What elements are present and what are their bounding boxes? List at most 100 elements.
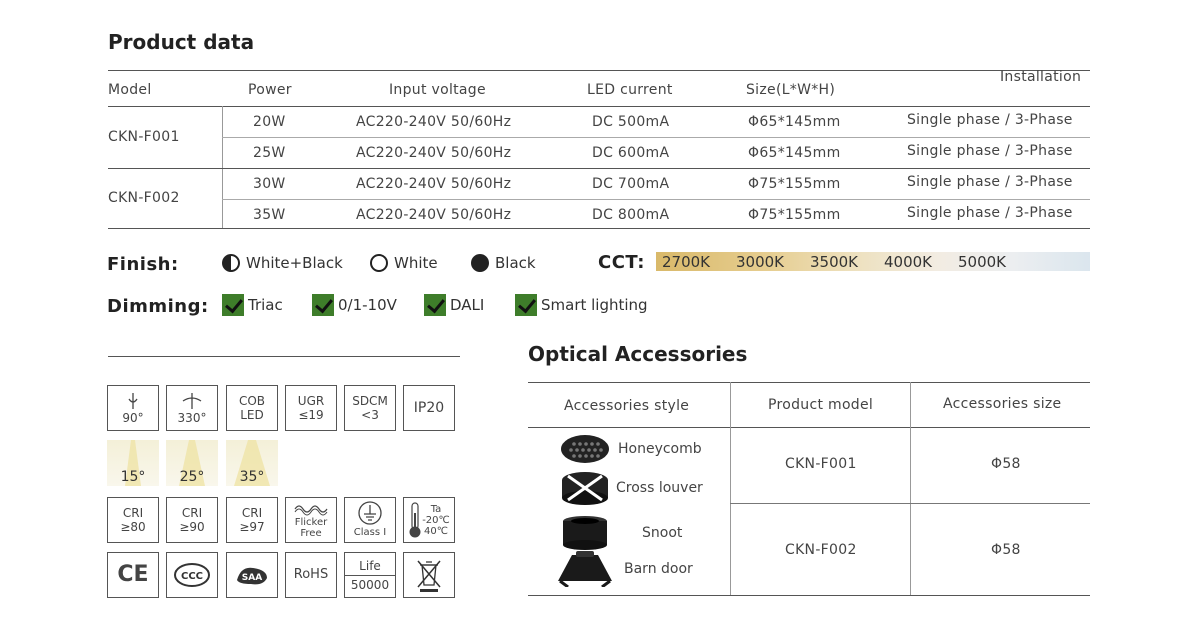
finish-white: White <box>370 254 438 272</box>
cob-led-badge: COB LED <box>226 385 278 431</box>
table-header-rule <box>108 106 1090 107</box>
checkbox-checked-icon <box>424 294 446 316</box>
dimming-0-10v: 0/1-10V <box>312 294 397 316</box>
table-cell: 30W <box>253 176 286 192</box>
class-i-badge: Class I <box>344 497 396 543</box>
acc-size-1: Φ58 <box>991 456 1021 472</box>
snoot-icon <box>563 516 607 550</box>
table-cell: 35W <box>253 207 286 223</box>
table-cell: Single phase / 3-Phase <box>907 174 1073 190</box>
table-cell: AC220-240V 50/60Hz <box>356 114 512 130</box>
weee-badge <box>403 552 455 598</box>
header-power: Power <box>248 82 292 98</box>
beam-cone-icon <box>125 440 141 486</box>
table-cell: AC220-240V 50/60Hz <box>356 176 512 192</box>
acc-header-model: Product model <box>768 397 874 413</box>
rotation-angle-badge: 330° <box>166 385 218 431</box>
table-cell: Φ75*155mm <box>748 176 841 192</box>
dimming-triac: Triac <box>222 294 283 316</box>
checkbox-checked-icon <box>222 294 244 316</box>
table-bottom-rule <box>108 228 1090 229</box>
acc-model-1: CKN-F001 <box>785 456 857 472</box>
table-cell: Single phase / 3-Phase <box>907 143 1073 159</box>
svg-text:CCC: CCC <box>181 571 203 582</box>
ip20-badge: IP20 <box>403 385 455 431</box>
rohs-badge: RoHS <box>285 552 337 598</box>
table-cell: Single phase / 3-Phase <box>907 112 1073 128</box>
acc-model-2: CKN-F002 <box>785 542 857 558</box>
cri-90-badge: CRI ≥90 <box>166 497 218 543</box>
acc-table-top-rule <box>528 382 1090 383</box>
cct-gradient-bar <box>656 252 1090 271</box>
saa-mark-badge: SAA <box>226 552 278 598</box>
row-rule <box>222 137 1090 138</box>
sdcm-badge: SDCM <3 <box>344 385 396 431</box>
beam-25-badge: 25° <box>166 440 218 486</box>
acc-col-divider <box>730 382 731 595</box>
beam-cone-icon <box>234 440 270 486</box>
model-ckn-f002: CKN-F002 <box>108 190 180 206</box>
table-cell: 20W <box>253 114 286 130</box>
ce-mark-badge: CE <box>107 552 159 598</box>
acc-honeycomb: Honeycomb <box>560 434 702 464</box>
table-cell: Single phase / 3-Phase <box>907 205 1073 221</box>
beam-15-badge: 15° <box>107 440 159 486</box>
rotate-icon <box>182 393 202 409</box>
filled-circle-icon <box>471 254 489 272</box>
acc-header-size: Accessories size <box>943 396 1062 412</box>
dimming-smart-lighting: Smart lighting <box>515 294 648 316</box>
cross-louver-icon <box>562 472 608 505</box>
model-group-rule <box>108 168 1090 169</box>
optical-accessories-title: Optical Accessories <box>528 342 748 366</box>
flicker-free-badge: Flicker Free <box>285 497 337 543</box>
row-rule <box>222 199 1090 200</box>
ambient-temp-badge: Ta -20℃ 40℃ <box>403 497 455 543</box>
acc-table-bottom-rule <box>528 595 1090 596</box>
svg-text:SAA: SAA <box>242 573 262 583</box>
beam-cone-icon <box>179 440 205 486</box>
cct-3500k: 3500K <box>810 253 859 271</box>
table-cell: DC 600mA <box>592 145 670 161</box>
header-input-voltage: Input voltage <box>389 82 486 98</box>
finish-label: Finish: <box>107 254 179 275</box>
circle-outline-icon <box>370 254 388 272</box>
acc-row-rule <box>730 503 1090 504</box>
cct-4000k: 4000K <box>884 253 933 271</box>
header-installation: Installation <box>1000 69 1082 85</box>
dimming-dali: DALI <box>424 294 484 316</box>
acc-header-rule <box>528 427 1090 428</box>
icons-top-rule <box>108 356 460 357</box>
honeycomb-icon <box>561 435 609 463</box>
life-50000-badge: Life 50000 <box>344 552 396 598</box>
table-cell: DC 800mA <box>592 207 670 223</box>
acc-header-style: Accessories style <box>564 398 690 414</box>
finish-white-black: White+Black <box>222 254 343 272</box>
cct-3000k: 3000K <box>736 253 785 271</box>
cri-97-badge: CRI ≥97 <box>226 497 278 543</box>
acc-cross-louver: Cross louver <box>560 470 703 506</box>
product-data-title: Product data <box>108 30 255 54</box>
model-ckn-f001: CKN-F001 <box>108 129 180 145</box>
table-top-rule <box>108 70 1090 71</box>
table-cell: Φ75*155mm <box>748 207 841 223</box>
barn-door-icon <box>558 551 612 587</box>
table-cell: DC 700mA <box>592 176 670 192</box>
table-cell: Φ65*145mm <box>748 145 841 161</box>
weee-bin-icon <box>417 560 441 592</box>
table-cell: Φ65*145mm <box>748 114 841 130</box>
thermometer-icon <box>409 502 421 538</box>
tilt-icon <box>128 393 138 409</box>
table-cell: AC220-240V 50/60Hz <box>356 207 512 223</box>
cct-2700k: 2700K <box>662 253 711 271</box>
ground-symbol-icon <box>358 501 382 525</box>
cri-80-badge: CRI ≥80 <box>107 497 159 543</box>
acc-size-2: Φ58 <box>991 542 1021 558</box>
acc-barn-door: Barn door <box>556 551 693 587</box>
beam-35-badge: 35° <box>226 440 278 486</box>
half-circle-icon <box>222 254 240 272</box>
finish-black: Black <box>471 254 536 272</box>
checkbox-checked-icon <box>515 294 537 316</box>
checkbox-checked-icon <box>312 294 334 316</box>
table-cell: DC 500mA <box>592 114 670 130</box>
saa-logo-icon: SAA <box>237 567 267 585</box>
